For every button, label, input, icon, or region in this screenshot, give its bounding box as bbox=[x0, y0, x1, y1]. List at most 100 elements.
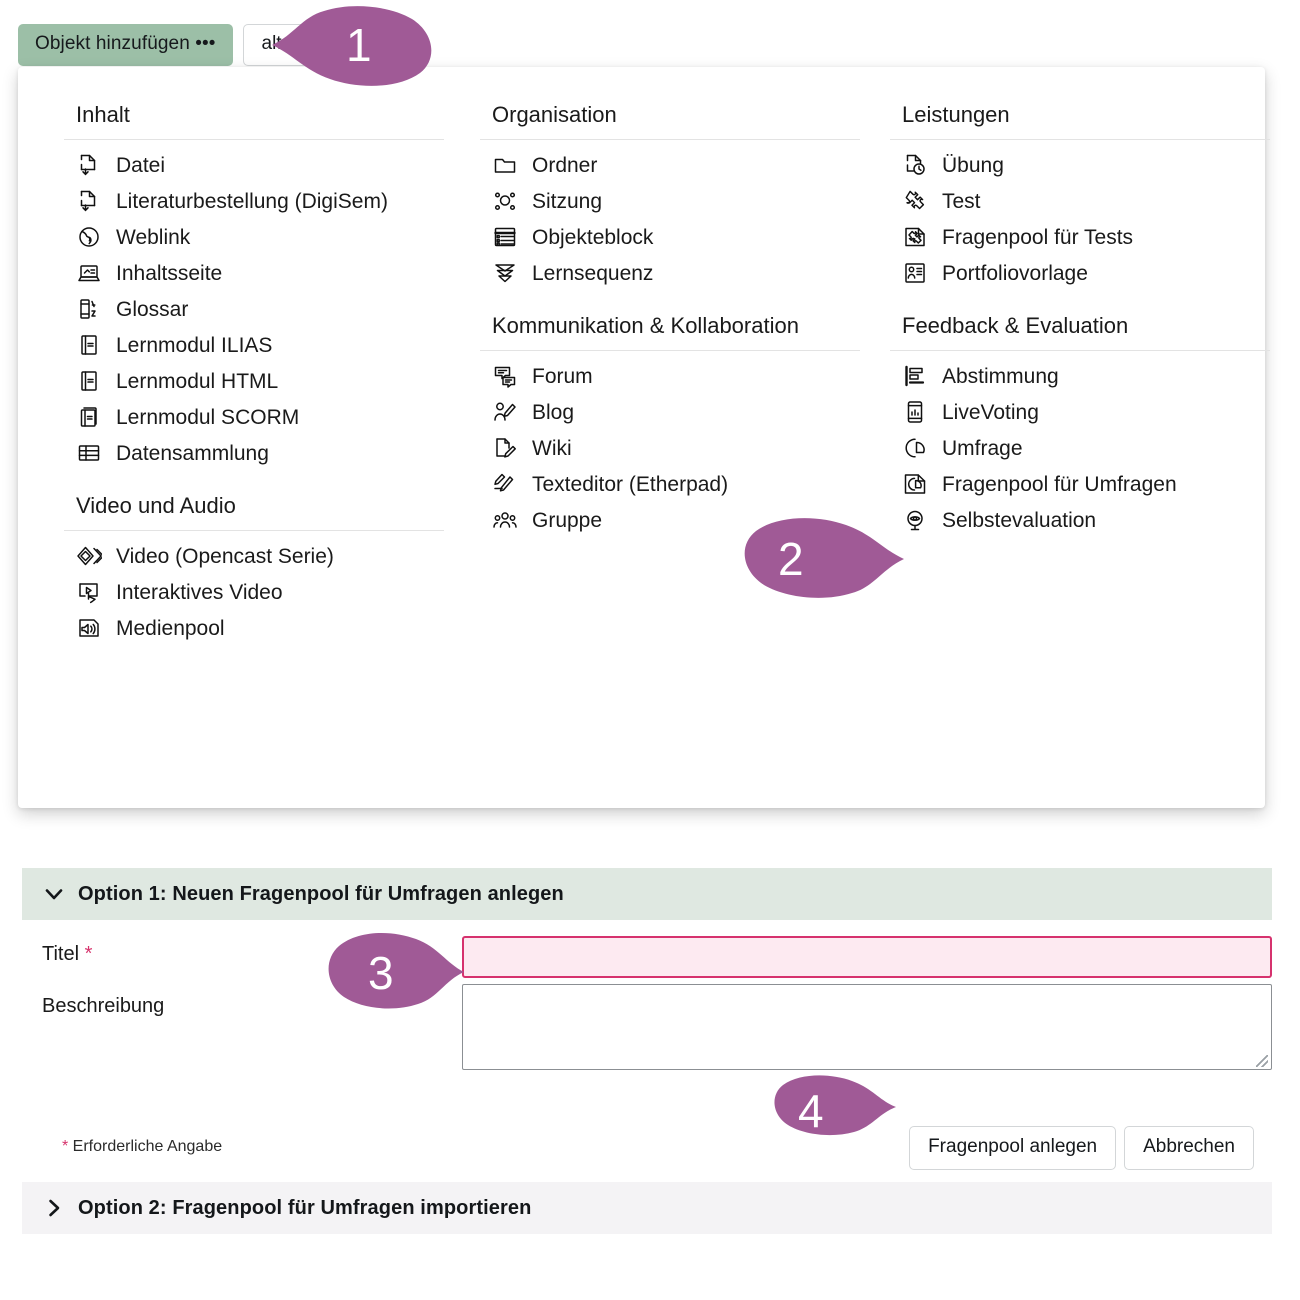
menu-item[interactable]: Abstimmung bbox=[890, 365, 1270, 389]
poll-bars-icon bbox=[902, 363, 928, 389]
wiki-icon bbox=[492, 435, 518, 461]
menu-item-label: Forum bbox=[532, 365, 593, 389]
callout-number-2: 2 bbox=[778, 533, 804, 585]
title-input[interactable] bbox=[462, 936, 1272, 978]
menu-item-label: Lernmodul HTML bbox=[116, 370, 279, 394]
menu-item-label: Video (Opencast Serie) bbox=[116, 545, 334, 569]
menu-item[interactable]: Lernmodul SCORM bbox=[64, 406, 444, 430]
media-pool-speaker-icon bbox=[76, 615, 102, 641]
menu-item-label: Abstimmung bbox=[942, 365, 1059, 389]
group-title: Kommunikation & Kollaboration bbox=[480, 312, 860, 352]
cancel-button[interactable]: Abbrechen bbox=[1124, 1126, 1254, 1170]
forum-icon bbox=[492, 363, 518, 389]
callout-number-4: 4 bbox=[798, 1085, 824, 1137]
menu-item-label: Datensammlung bbox=[116, 442, 269, 466]
menu-item-label: Wiki bbox=[532, 437, 572, 461]
menu-item-label: Medienpool bbox=[116, 617, 225, 641]
menu-item-label: Test bbox=[942, 190, 981, 214]
menu-item-label: LiveVoting bbox=[942, 401, 1039, 425]
object-block-icon bbox=[492, 224, 518, 250]
menu-item[interactable]: Datei bbox=[64, 154, 444, 178]
add-object-button[interactable]: Objekt hinzufügen ••• bbox=[18, 24, 233, 66]
menu-item-label: Glossar bbox=[116, 298, 189, 322]
menu-item[interactable]: Interaktives Video bbox=[64, 581, 444, 605]
create-pool-button[interactable]: Fragenpool anlegen bbox=[909, 1126, 1117, 1170]
menu-item-label: Sitzung bbox=[532, 190, 603, 214]
menu-item-label: Lernsequenz bbox=[532, 262, 654, 286]
menu-item[interactable]: Test bbox=[890, 190, 1270, 214]
file-download-icon bbox=[76, 188, 102, 214]
menu-item[interactable]: Ordner bbox=[480, 154, 860, 178]
callout-marker-1: 1 bbox=[272, 5, 442, 86]
menu-item-label: Lernmodul SCORM bbox=[116, 406, 300, 430]
accordion-option-1-header[interactable]: Option 1: Neuen Fragenpool für Umfragen … bbox=[22, 868, 1272, 920]
resize-handle-icon[interactable] bbox=[1256, 1055, 1268, 1067]
menu-item-label: Ordner bbox=[532, 154, 598, 178]
survey-pie-icon bbox=[902, 435, 928, 461]
accordion-option-2-title: Option 2: Fragenpool für Umfragen import… bbox=[78, 1196, 532, 1219]
glossary-az-icon bbox=[76, 296, 102, 322]
menu-item[interactable]: Forum bbox=[480, 365, 860, 389]
interactive-video-icon bbox=[76, 579, 102, 605]
accordion-option-2-header[interactable]: Option 2: Fragenpool für Umfragen import… bbox=[22, 1182, 1272, 1234]
menu-item[interactable]: Portfoliovorlage bbox=[890, 262, 1270, 286]
menu-item[interactable]: Datensammlung bbox=[64, 442, 444, 466]
group-title: Video und Audio bbox=[64, 492, 444, 532]
blog-icon bbox=[492, 399, 518, 425]
description-textarea[interactable] bbox=[462, 984, 1272, 1070]
exercise-clock-icon bbox=[902, 152, 928, 178]
menu-item[interactable]: Fragenpool für Tests bbox=[890, 226, 1270, 250]
group-title: Leistungen bbox=[890, 101, 1270, 141]
menu-item[interactable]: Objekteblock bbox=[480, 226, 860, 250]
menu-item[interactable]: Lernmodul ILIAS bbox=[64, 334, 444, 358]
menu-item[interactable]: Lernmodul HTML bbox=[64, 370, 444, 394]
livevoting-phone-icon bbox=[902, 399, 928, 425]
menu-item[interactable]: Blog bbox=[480, 401, 860, 425]
menu-item[interactable]: Medienpool bbox=[64, 617, 444, 641]
menu-item[interactable]: Umfrage bbox=[890, 437, 1270, 461]
menu-item[interactable]: Texteditor (Etherpad) bbox=[480, 473, 860, 497]
menu-item[interactable]: Sitzung bbox=[480, 190, 860, 214]
menu-item[interactable]: LiveVoting bbox=[890, 401, 1270, 425]
menu-item[interactable]: Fragenpool für Umfragen bbox=[890, 473, 1270, 497]
self-evaluation-eye-icon bbox=[902, 507, 928, 533]
chevron-down-icon bbox=[44, 884, 64, 904]
group-icon bbox=[492, 507, 518, 533]
menu-item[interactable]: Video (Opencast Serie) bbox=[64, 545, 444, 569]
menu-item[interactable]: Inhaltsseite bbox=[64, 262, 444, 286]
callout-marker-2: 2 bbox=[732, 518, 904, 600]
file-download-icon bbox=[76, 152, 102, 178]
option-1-body: Titel * Beschreibung * Erforderliche Ang… bbox=[22, 920, 1272, 1170]
menu-item[interactable]: Literaturbestellung (DigiSem) bbox=[64, 190, 444, 214]
menu-item-label: Literaturbestellung (DigiSem) bbox=[116, 190, 388, 214]
puzzle-pool-icon bbox=[902, 224, 928, 250]
accordion-option-1-title: Option 1: Neuen Fragenpool für Umfragen … bbox=[78, 882, 564, 905]
group-title: Organisation bbox=[480, 101, 860, 141]
portfolio-template-icon bbox=[902, 260, 928, 286]
learning-sequence-icon bbox=[492, 260, 518, 286]
menu-item[interactable]: Übung bbox=[890, 154, 1270, 178]
create-pool-form: Option 1: Neuen Fragenpool für Umfragen … bbox=[22, 868, 1272, 1234]
callout-marker-4: 4 bbox=[768, 1075, 896, 1138]
menu-item[interactable]: Glossar bbox=[64, 298, 444, 322]
menu-item[interactable]: Lernsequenz bbox=[480, 262, 860, 286]
session-nodes-icon bbox=[492, 188, 518, 214]
survey-pool-icon bbox=[902, 471, 928, 497]
menu-item[interactable]: Gruppe bbox=[480, 509, 860, 533]
globe-icon bbox=[76, 224, 102, 250]
menu-item[interactable]: Weblink bbox=[64, 226, 444, 250]
menu-item-label: Fragenpool für Umfragen bbox=[942, 473, 1177, 497]
menu-item[interactable]: Wiki bbox=[480, 437, 860, 461]
menu-item-label: Datei bbox=[116, 154, 166, 178]
menu-item[interactable]: Selbstevaluation bbox=[890, 509, 1270, 533]
menu-item-label: Fragenpool für Tests bbox=[942, 226, 1134, 250]
chevron-right-icon bbox=[44, 1198, 64, 1218]
menu-item-label: Blog bbox=[532, 401, 575, 425]
